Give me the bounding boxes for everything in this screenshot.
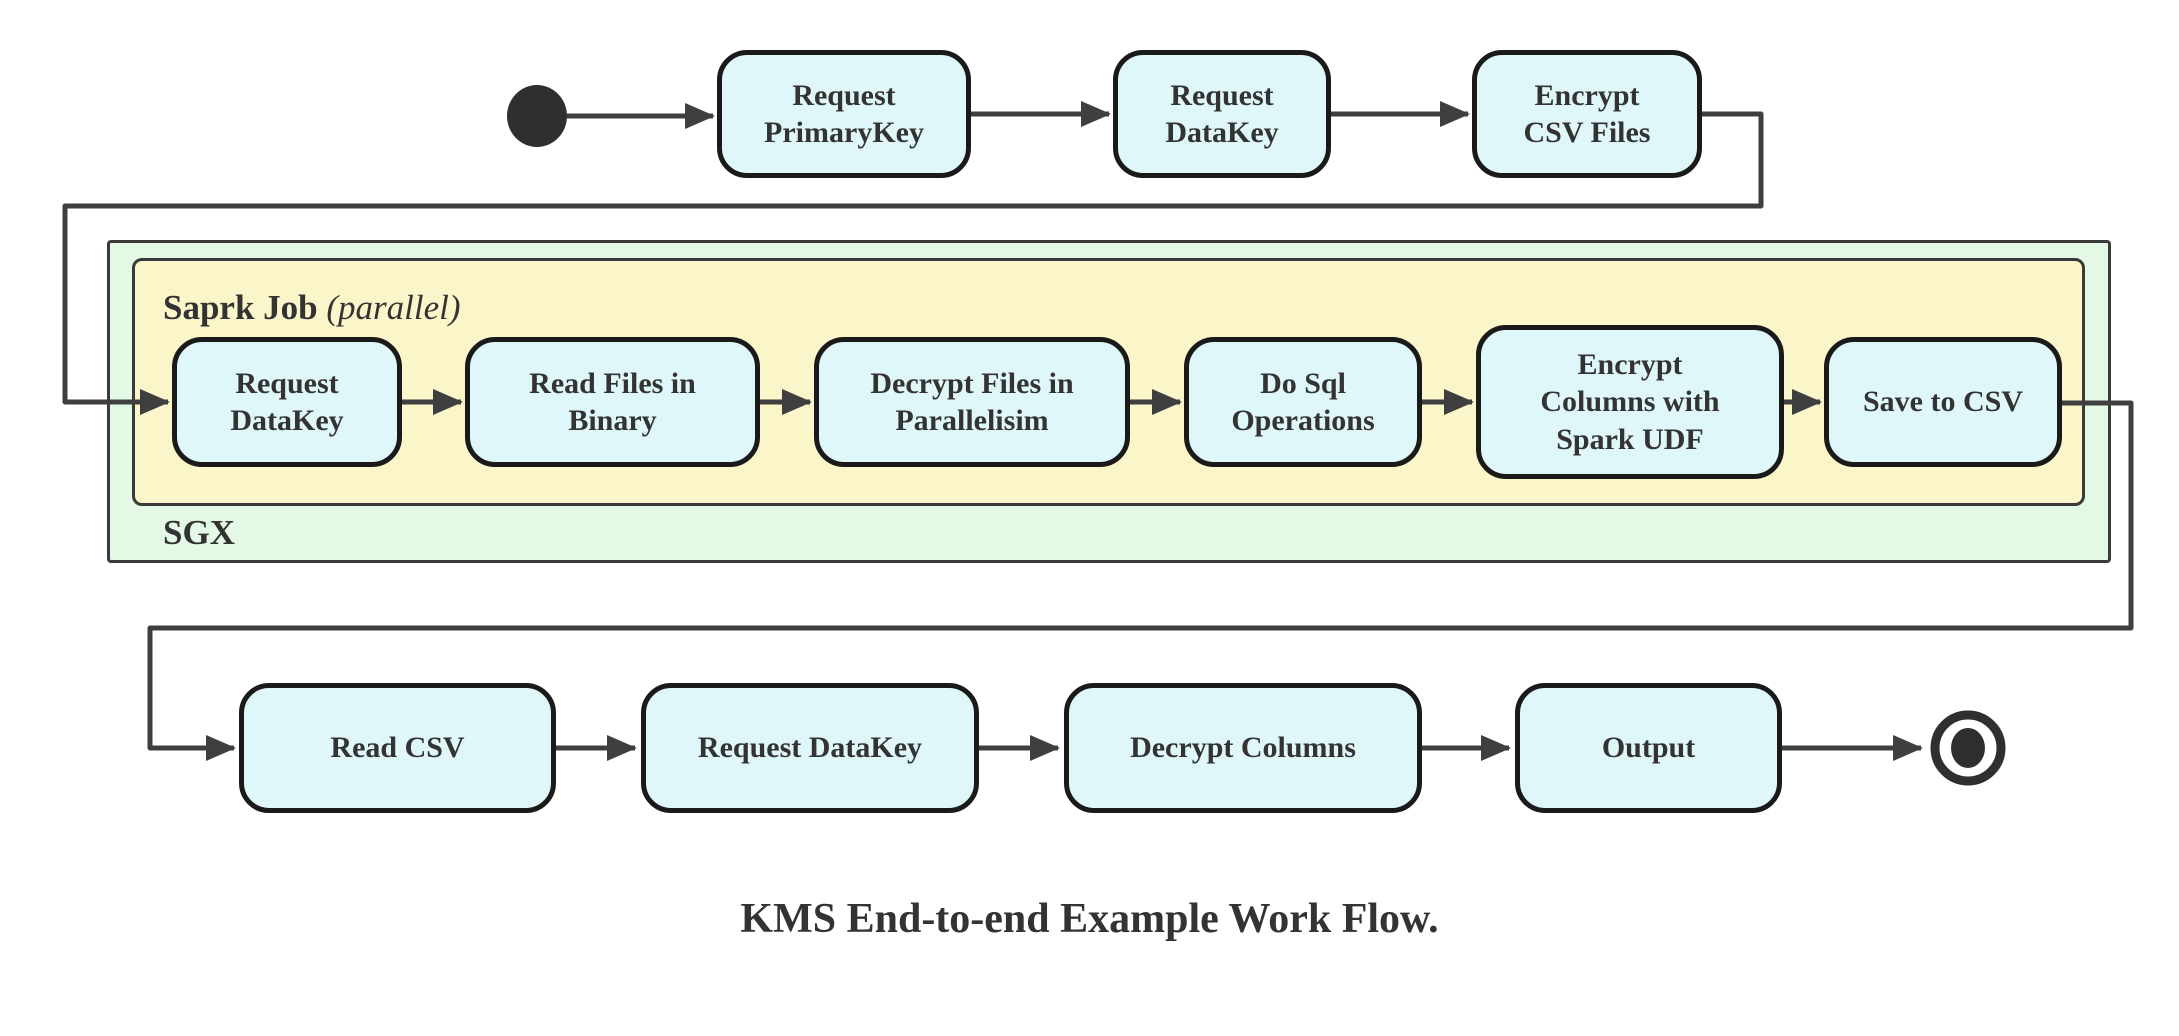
edge-encrypt-csv-to-sgx-request-datakey: [62, 111, 1764, 415]
node-request-datakey-top: Request DataKey: [1113, 50, 1331, 178]
node-request-datakey-sgx: Request DataKey: [172, 337, 402, 467]
edge-save-csv-to-read-csv: [147, 400, 2134, 761]
spark-job-qualifier: (parallel): [326, 288, 461, 327]
start-node-icon: [507, 85, 567, 147]
sgx-label: SGX: [163, 513, 235, 552]
spark-job-label: Saprk Job (parallel): [163, 288, 461, 328]
spark-job-label-text: Saprk Job: [163, 288, 318, 327]
node-output: Output: [1515, 683, 1782, 813]
node-read-files-in-binary: Read Files in Binary: [465, 337, 760, 467]
end-node-icon: [1930, 710, 2006, 786]
node-request-primarykey: Request PrimaryKey: [717, 50, 971, 178]
node-save-to-csv: Save to CSV: [1824, 337, 2062, 467]
diagram-caption: KMS End-to-end Example Work Flow.: [740, 896, 1439, 942]
node-request-datakey-bottom: Request DataKey: [641, 683, 979, 813]
node-do-sql-operations: Do Sql Operations: [1184, 337, 1422, 467]
node-encrypt-columns-with-spark-udf: Encrypt Columns with Spark UDF: [1476, 325, 1784, 479]
node-decrypt-columns: Decrypt Columns: [1064, 683, 1422, 813]
node-decrypt-files-in-parallelisim: Decrypt Files in Parallelisim: [814, 337, 1130, 467]
node-read-csv: Read CSV: [239, 683, 556, 813]
node-encrypt-csv-files: Encrypt CSV Files: [1472, 50, 1702, 178]
